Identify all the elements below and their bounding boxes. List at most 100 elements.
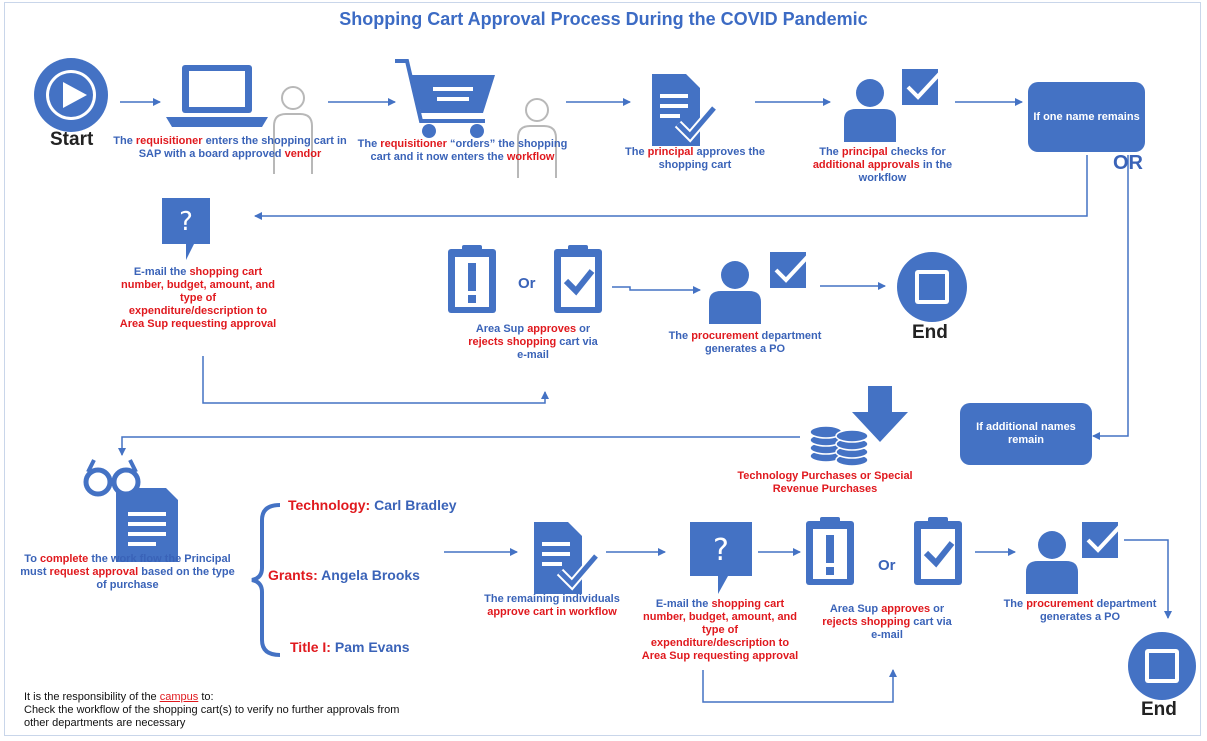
connector-arrow	[118, 436, 800, 456]
connector-arrow	[612, 286, 701, 294]
connector-arrow	[1124, 539, 1172, 619]
step-email-area-sup-2: E-mail the shopping cart number, budget,…	[640, 598, 800, 663]
shopping-cart-icon	[395, 59, 495, 138]
step-procurement-po: The procurement department generates a P…	[655, 330, 835, 356]
text-segment: shopping cart number, budget, amount, an…	[119, 266, 277, 330]
if-one-name-remains-box: If one name remains	[1028, 82, 1145, 152]
text-segment: approves	[881, 603, 934, 615]
contact-technology: Technology: Carl Bradley	[288, 497, 457, 513]
text-segment: procurement	[1026, 598, 1097, 610]
stop-icon[interactable]	[1126, 630, 1198, 702]
step-area-sup-decision-2: Area Sup approves or rejects shopping ca…	[822, 603, 952, 642]
text-segment: “orders” the shopping cart and it now en…	[370, 138, 568, 163]
text-segment: based on the type of purchase	[96, 566, 235, 591]
text-segment: The	[1003, 598, 1027, 610]
contact-title-one: Title I: Pam Evans	[290, 639, 410, 655]
step-principal-checks: The principal checks for additional appr…	[800, 146, 965, 185]
coins-icon	[809, 425, 869, 467]
clipboard-check-icon	[914, 517, 962, 585]
text-segment: approve cart in workflow	[487, 606, 617, 618]
text-segment: To	[24, 553, 40, 565]
step-requisitioner-orders: The requisitioner “orders” the shopping …	[355, 138, 570, 164]
step-requisitioner-enters: The requisitioner enters the shopping ca…	[110, 135, 350, 161]
checkbox-icon	[902, 67, 946, 105]
person-icon	[709, 261, 761, 324]
text-segment: in the workflow	[858, 159, 953, 184]
text-segment: additional approvals	[812, 159, 923, 171]
text-segment: principal	[647, 146, 697, 158]
text-segment: requisitioner	[380, 138, 450, 150]
text-segment: principal	[841, 146, 891, 158]
text-segment: The	[357, 138, 381, 150]
text-segment: complete	[39, 553, 92, 565]
text-segment: approves the shopping cart	[658, 146, 765, 171]
or-label: OR	[1113, 152, 1143, 174]
text-segment: E-mail the	[655, 598, 712, 610]
text-segment: or	[933, 603, 945, 615]
or-small-label: Or	[518, 275, 536, 292]
text-segment: department generates a PO	[1039, 598, 1157, 623]
page-title: Shopping Cart Approval Process During th…	[339, 9, 868, 29]
stop-icon[interactable]	[895, 250, 969, 324]
step-email-area-sup: E-mail the shopping cart number, budget,…	[118, 266, 278, 331]
text-segment: procurement	[691, 330, 762, 342]
down-arrow-icon	[852, 386, 908, 442]
text-segment: shopping cart number, budget, amount, an…	[641, 598, 799, 662]
step-principal-approves: The principal approves the shopping cart	[605, 146, 785, 172]
text-segment: rejects shopping	[468, 336, 560, 348]
text-segment: The	[668, 330, 692, 342]
text-segment: enters the shopping cart in SAP with a b…	[138, 135, 347, 160]
connector-arrow	[1092, 155, 1129, 440]
tech-special-revenue-label: Technology Purchases or Special Revenue …	[720, 470, 930, 496]
person-outline-icon	[273, 86, 313, 174]
contact-grants: Grants: Angela Brooks	[268, 567, 420, 583]
laptop-icon	[166, 65, 268, 127]
text-segment: department generates a PO	[704, 330, 822, 355]
text-segment: cart via e-mail	[517, 336, 598, 361]
text-segment: workflow	[506, 151, 555, 163]
campus-responsibility-note: It is the responsibility of the campus t…	[24, 691, 400, 729]
brace-icon	[251, 503, 281, 657]
speech-question-icon: ?	[690, 522, 752, 594]
person-icon	[844, 79, 896, 142]
speech-question-icon: ?	[162, 198, 210, 260]
text-segment: Area Sup	[475, 323, 528, 335]
end-label: End	[912, 322, 948, 343]
document-check-icon	[534, 522, 600, 594]
step-procurement-po-2: The procurement department generates a P…	[990, 598, 1170, 624]
clipboard-check-icon	[554, 245, 602, 313]
or-small-label: Or	[878, 557, 896, 574]
text-segment: The	[819, 146, 842, 158]
play-icon[interactable]	[32, 56, 110, 134]
step-area-sup-decision: Area Sup approves or rejects shopping ca…	[468, 323, 598, 362]
text-segment: requisitioner	[135, 135, 206, 147]
connector-arrow	[254, 155, 1088, 220]
text-segment: checks for	[890, 146, 946, 158]
svg-text:?: ?	[713, 533, 729, 568]
step-complete-workflow: To complete the work flow the Principal …	[20, 553, 235, 592]
if-additional-names-box: If additional names remain	[960, 403, 1092, 465]
text-segment: rejects shopping	[822, 616, 914, 628]
step-remaining-approve: The remaining individuals approve cart i…	[462, 593, 642, 619]
end-label: End	[1141, 699, 1177, 720]
text-segment: cart via e-mail	[871, 616, 952, 641]
connector-arrow	[202, 356, 549, 404]
start-label: Start	[50, 129, 94, 150]
glasses-icon	[83, 459, 178, 562]
text-segment: or	[579, 323, 591, 335]
text-segment: E-mail the	[133, 266, 190, 278]
checkbox-icon	[770, 250, 814, 288]
person-outline-icon	[517, 98, 557, 178]
text-segment: the work flow the Principal must	[20, 553, 231, 578]
person-icon	[1026, 531, 1078, 594]
text-segment: request approval	[49, 566, 142, 578]
text-segment: The	[625, 146, 648, 158]
text-segment: The	[113, 135, 136, 147]
text-segment: Area Sup	[829, 603, 882, 615]
clipboard-exclamation-icon	[448, 245, 496, 313]
document-check-icon	[652, 74, 718, 146]
page-frame	[4, 2, 1201, 736]
text-segment: Technology Purchases or Special Revenue …	[737, 470, 913, 495]
text-segment: The remaining individuals	[484, 593, 620, 605]
